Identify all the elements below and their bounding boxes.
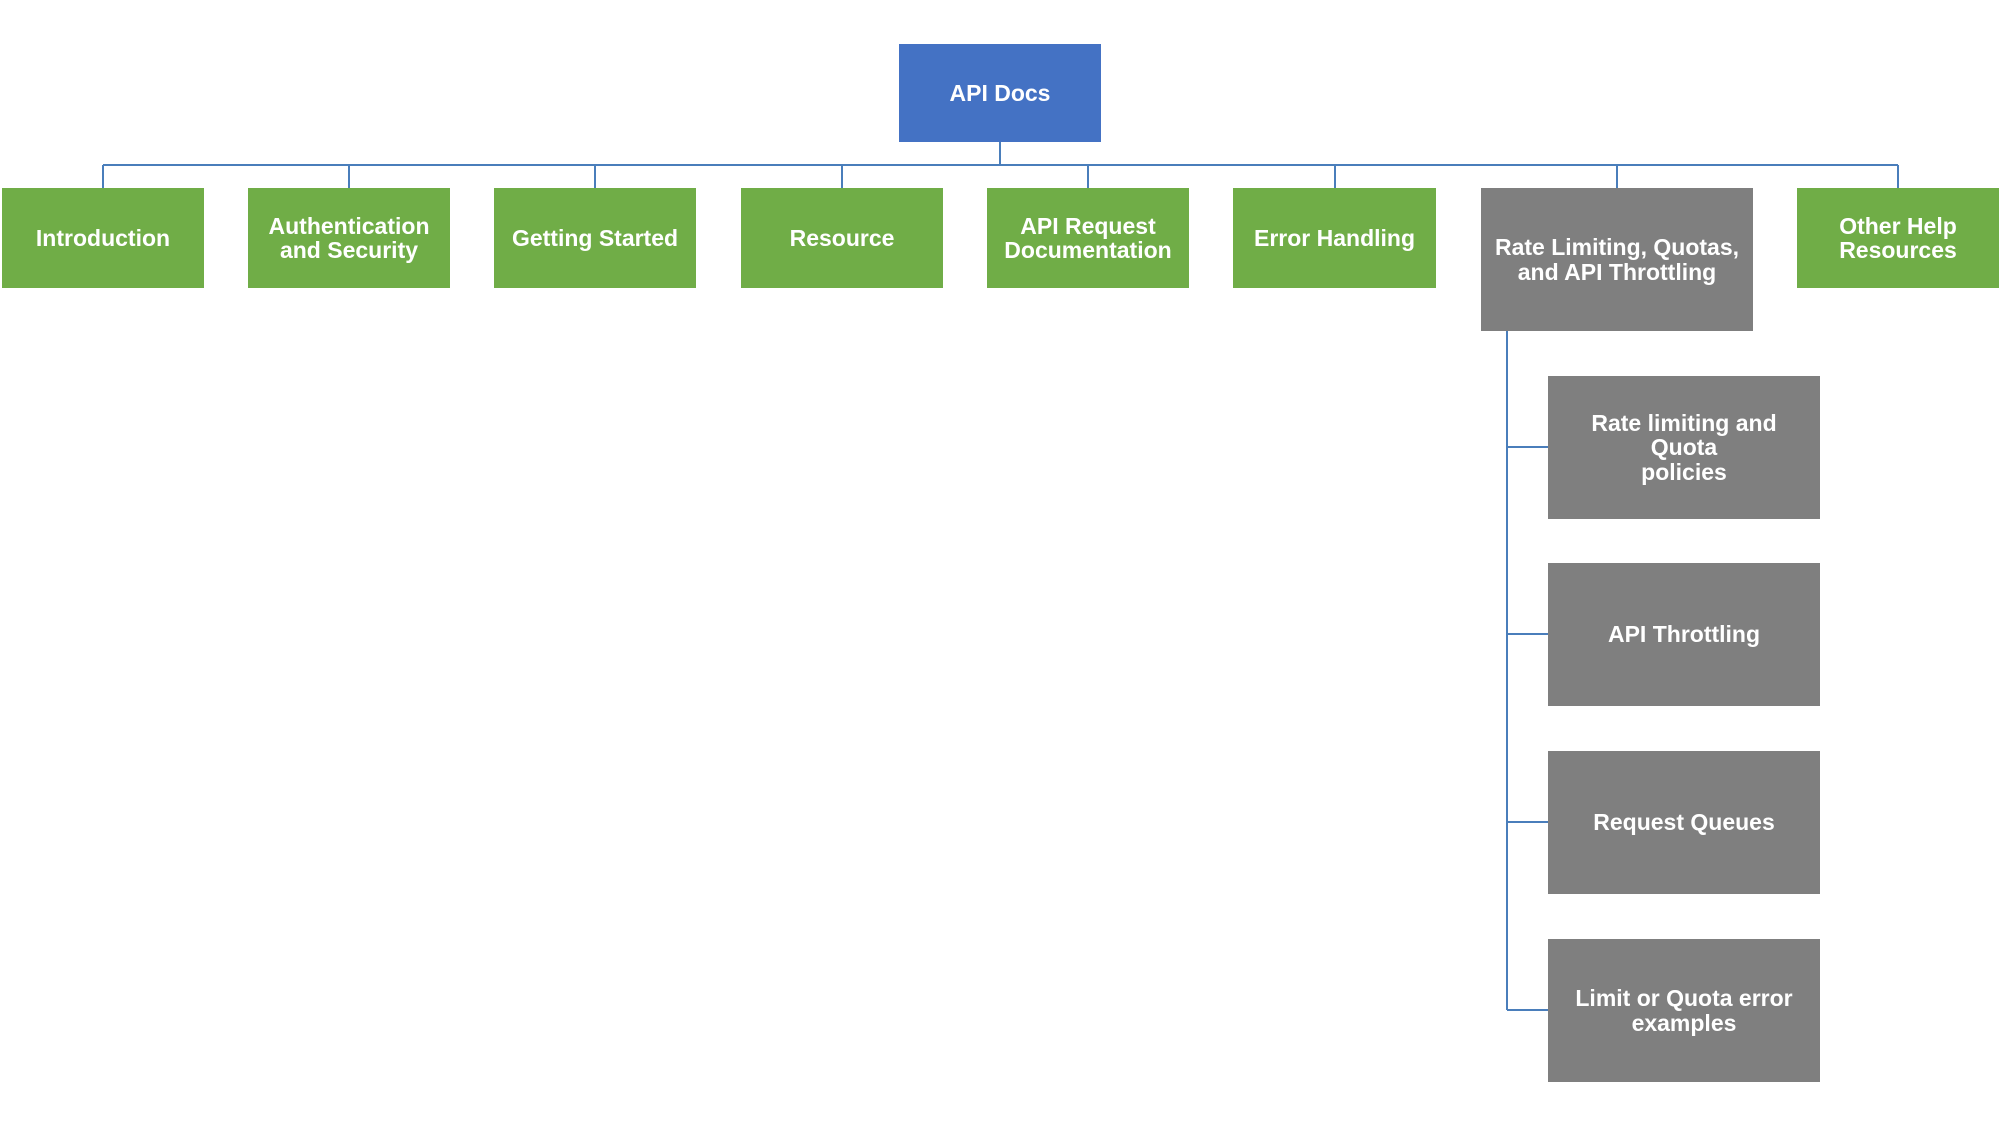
section-authentication-and-security: Authentication and Security	[248, 188, 450, 288]
subitem-api-throttling: API Throttling	[1548, 563, 1820, 706]
section-error-handling: Error Handling	[1233, 188, 1436, 288]
subitem-request-queues: Request Queues	[1548, 751, 1820, 894]
section-other-help-resources: Other Help Resources	[1797, 188, 1999, 288]
section-api-request-documentation: API Request Documentation	[987, 188, 1189, 288]
section-rate-limiting-quotas-throttling: Rate Limiting, Quotas, and API Throttlin…	[1481, 188, 1753, 331]
section-introduction: Introduction	[2, 188, 204, 288]
subitem-rate-limiting-and-quota-policies: Rate limiting and Quota policies	[1548, 376, 1820, 519]
root-node-api-docs: API Docs	[899, 44, 1101, 142]
section-resource: Resource	[741, 188, 943, 288]
section-getting-started: Getting Started	[494, 188, 696, 288]
subitem-limit-or-quota-error-examples: Limit or Quota error examples	[1548, 939, 1820, 1082]
